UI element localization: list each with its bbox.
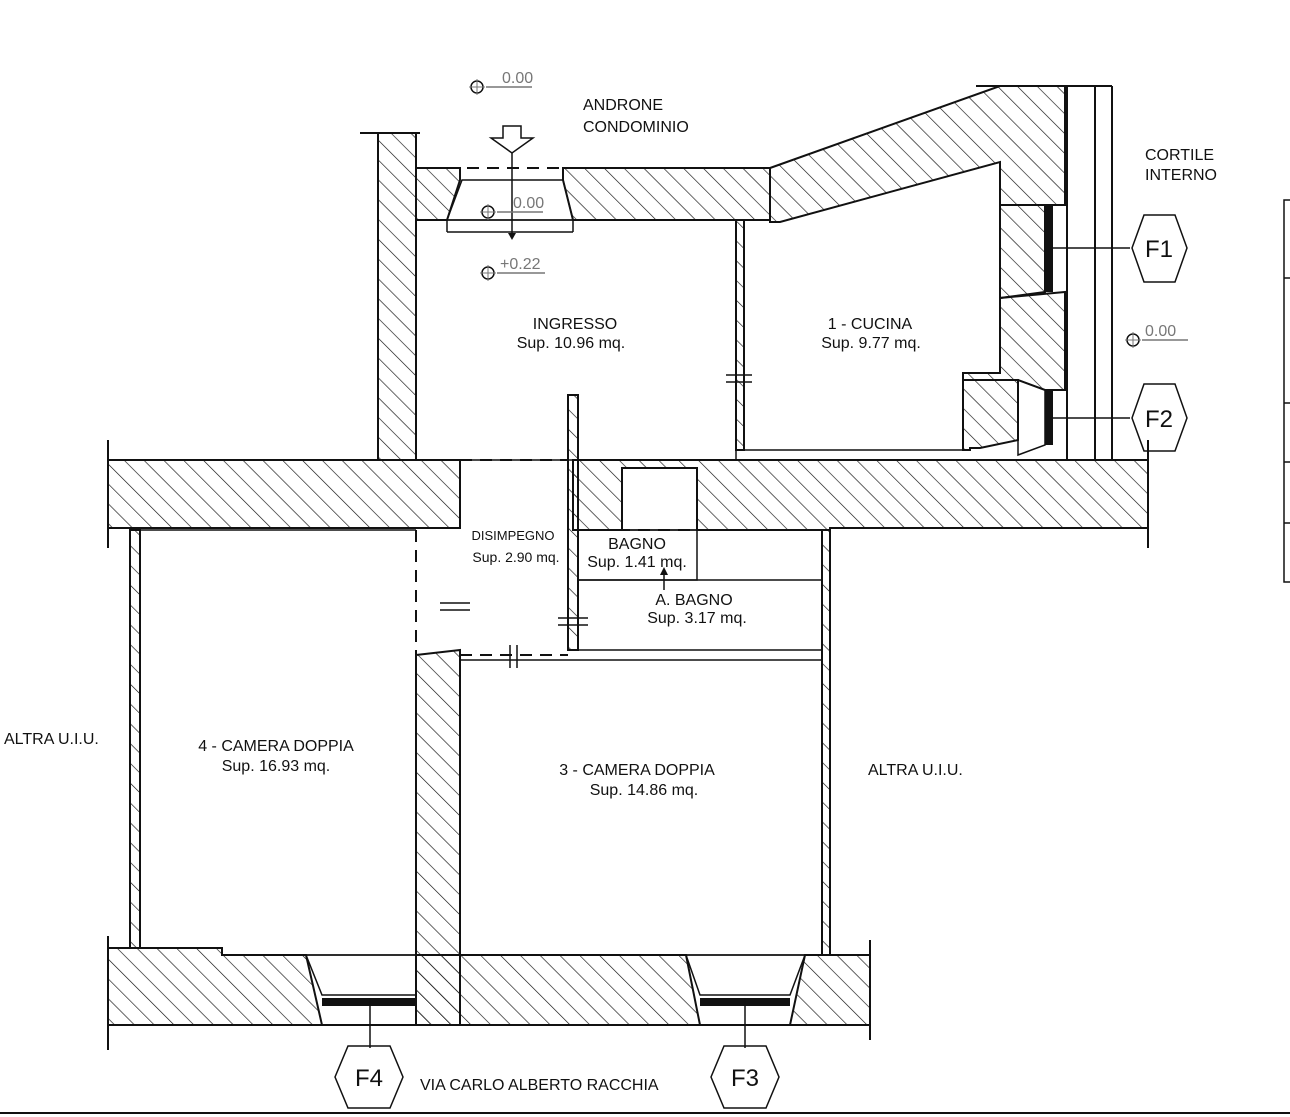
window-tag-f4-label: F4 <box>355 1065 383 1092</box>
wall-bottom-left <box>107 947 324 1026</box>
entrance-arrow-icon <box>488 125 536 154</box>
room-a-bagno-area: Sup. 3.17 mq. <box>647 610 747 627</box>
wall-disimpegno-right <box>567 394 579 651</box>
room-ingresso-name: INGRESSO <box>533 316 617 333</box>
level-top-value: 0.00 <box>502 70 533 87</box>
room-cucina-name: 1 - CUCINA <box>828 316 913 333</box>
wall-top-mid <box>562 167 771 221</box>
window-f1-drawing <box>1045 205 1130 292</box>
wall-bottom-right <box>788 954 871 1026</box>
level-marker-entrance: 0.00 <box>480 195 544 220</box>
wall-camera3-right <box>821 529 831 956</box>
street-label: VIA CARLO ALBERTO RACCHIA <box>420 1077 659 1094</box>
window-f3-drawing <box>684 954 807 1048</box>
wall-right-lower <box>962 379 1019 451</box>
level-entrance-value: 0.00 <box>513 195 544 212</box>
altra-uiu-right: ALTRA U.I.U. <box>868 762 963 779</box>
level-ingresso-value: +0.22 <box>500 256 541 273</box>
window-tag-f4: F4 <box>334 1045 404 1109</box>
wall-right-upper <box>999 204 1046 300</box>
room-camera4-name: 4 - CAMERA DOPPIA <box>198 738 354 755</box>
window-tag-f2: F2 <box>1131 383 1188 452</box>
window-tag-f1: F1 <box>1131 214 1188 283</box>
wall-top-ingresso <box>415 167 461 221</box>
wall-camera4-left <box>129 529 141 949</box>
room-bagno-name: BAGNO <box>608 536 666 553</box>
cortile-label-1: CORTILE <box>1145 147 1214 164</box>
room-bagno-area: Sup. 1.41 mq. <box>587 554 687 571</box>
window-tag-f2-label: F2 <box>1145 406 1173 433</box>
wall-ingresso-cucina <box>735 219 745 451</box>
androne-label-1: ANDRONE <box>583 97 663 114</box>
outlines <box>0 85 1290 1114</box>
level-marker-top: 0.00 <box>469 70 533 95</box>
level-marker-ingresso: +0.22 <box>480 256 545 281</box>
walls <box>107 85 1149 1026</box>
wall-ingresso-left <box>377 132 417 461</box>
wall-bottom-mid <box>415 954 702 1026</box>
cortile-label-2: INTERNO <box>1145 167 1217 184</box>
wall-middle-band-right <box>572 459 1149 531</box>
room-disimpegno-name: DISIMPEGNO <box>471 528 554 543</box>
room-camera3-area: Sup. 14.86 mq. <box>590 782 699 799</box>
level-cortile-value: 0.00 <box>1145 323 1176 340</box>
window-f4-drawing <box>304 954 417 1048</box>
room-camera4-area: Sup. 16.93 mq. <box>222 758 331 775</box>
wall-top-cucina <box>769 85 1066 223</box>
room-camera3-name: 3 - CAMERA DOPPIA <box>559 762 715 779</box>
window-tag-f3: F3 <box>710 1045 780 1109</box>
room-cucina-area: Sup. 9.77 mq. <box>821 335 921 352</box>
wall-right-mid <box>962 290 1066 391</box>
entrance-arrowhead-icon <box>508 233 516 240</box>
androne-label-2: CONDOMINIO <box>583 119 689 136</box>
altra-uiu-left: ALTRA U.I.U. <box>4 731 99 748</box>
room-a-bagno-name: A. BAGNO <box>655 592 732 609</box>
window-tag-f3-label: F3 <box>731 1065 759 1092</box>
room-disimpegno-area: Sup. 2.90 mq. <box>472 549 559 565</box>
entrance <box>445 125 574 240</box>
wall-middle-band <box>107 459 461 529</box>
bagno-arrow-icon <box>660 567 668 575</box>
window-tag-f1-label: F1 <box>1145 236 1173 263</box>
door-marks <box>440 374 752 668</box>
room-ingresso-area: Sup. 10.96 mq. <box>517 335 626 352</box>
level-marker-cortile: 0.00 <box>1125 323 1188 348</box>
window-f2-drawing <box>1017 378 1130 457</box>
